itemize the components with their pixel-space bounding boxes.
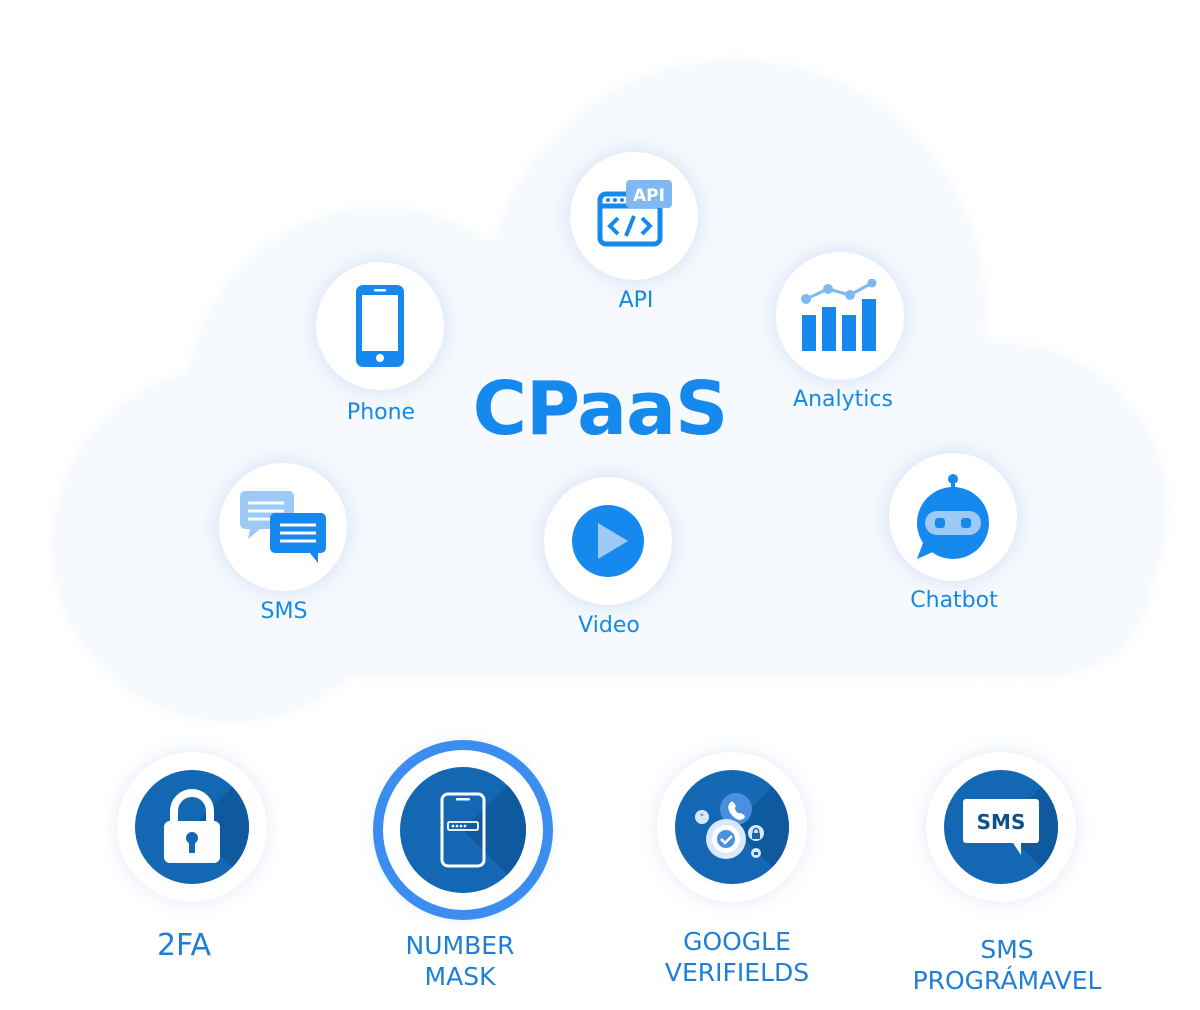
- node-video: [544, 477, 672, 605]
- bar-chart-icon: [801, 279, 877, 351]
- product-label-line: VERIFIELDS: [664, 958, 810, 987]
- product-label-line: PROGRÁMAVEL: [912, 966, 1102, 995]
- product-label-line: 2FA: [156, 928, 212, 963]
- api-icon-text: API: [633, 186, 665, 206]
- product-badge-sms-programavel[interactable]: SMS: [926, 752, 1076, 902]
- smartphone-mask-icon: [440, 792, 486, 868]
- play-icon: [572, 505, 644, 577]
- node-sms: [219, 463, 347, 591]
- badge-circle: [400, 767, 526, 893]
- product-badge-google-verifields[interactable]: ": [657, 752, 807, 902]
- verified-shield-icon: ": [695, 793, 764, 859]
- product-label-line: SMS: [980, 935, 1034, 964]
- api-icon: API: [597, 180, 672, 247]
- badge-circle: SMS: [944, 770, 1058, 884]
- product-badge-2fa[interactable]: [117, 752, 267, 902]
- node-label-api: API: [618, 288, 654, 313]
- node-api: API: [570, 152, 698, 280]
- product-label-google-verifields[interactable]: GOOGLE VERIFIELDS: [607, 926, 867, 988]
- node-phone: [316, 262, 444, 390]
- sms-sign-text: SMS: [977, 810, 1026, 834]
- badge-circle: [135, 770, 249, 884]
- padlock-icon: [164, 789, 220, 863]
- diagram-title: CPaaS: [472, 366, 729, 452]
- product-label-line: NUMBER: [405, 931, 515, 960]
- sms-sign-icon: SMS: [963, 799, 1039, 855]
- product-label-number-mask[interactable]: NUMBER MASK: [330, 930, 590, 992]
- phone-icon: [356, 285, 404, 367]
- product-label-2fa[interactable]: 2FA: [54, 930, 314, 961]
- node-label-phone: Phone: [346, 400, 416, 425]
- svg-text:": ": [700, 813, 704, 823]
- node-chatbot: [889, 453, 1017, 581]
- product-label-sms-programavel[interactable]: SMS PROGRÁMAVEL: [877, 934, 1137, 996]
- node-label-video: Video: [578, 613, 640, 638]
- product-label-line: GOOGLE: [683, 927, 791, 956]
- node-analytics: [776, 252, 904, 380]
- badge-circle: ": [675, 770, 789, 884]
- robot-icon: [917, 474, 989, 559]
- node-label-analytics: Analytics: [793, 387, 893, 412]
- node-label-sms: SMS: [260, 599, 308, 624]
- product-badge-number-mask[interactable]: [383, 750, 543, 910]
- chat-bubbles-icon: [240, 491, 326, 563]
- product-label-line: MASK: [424, 962, 496, 991]
- node-label-chatbot: Chatbot: [910, 588, 998, 613]
